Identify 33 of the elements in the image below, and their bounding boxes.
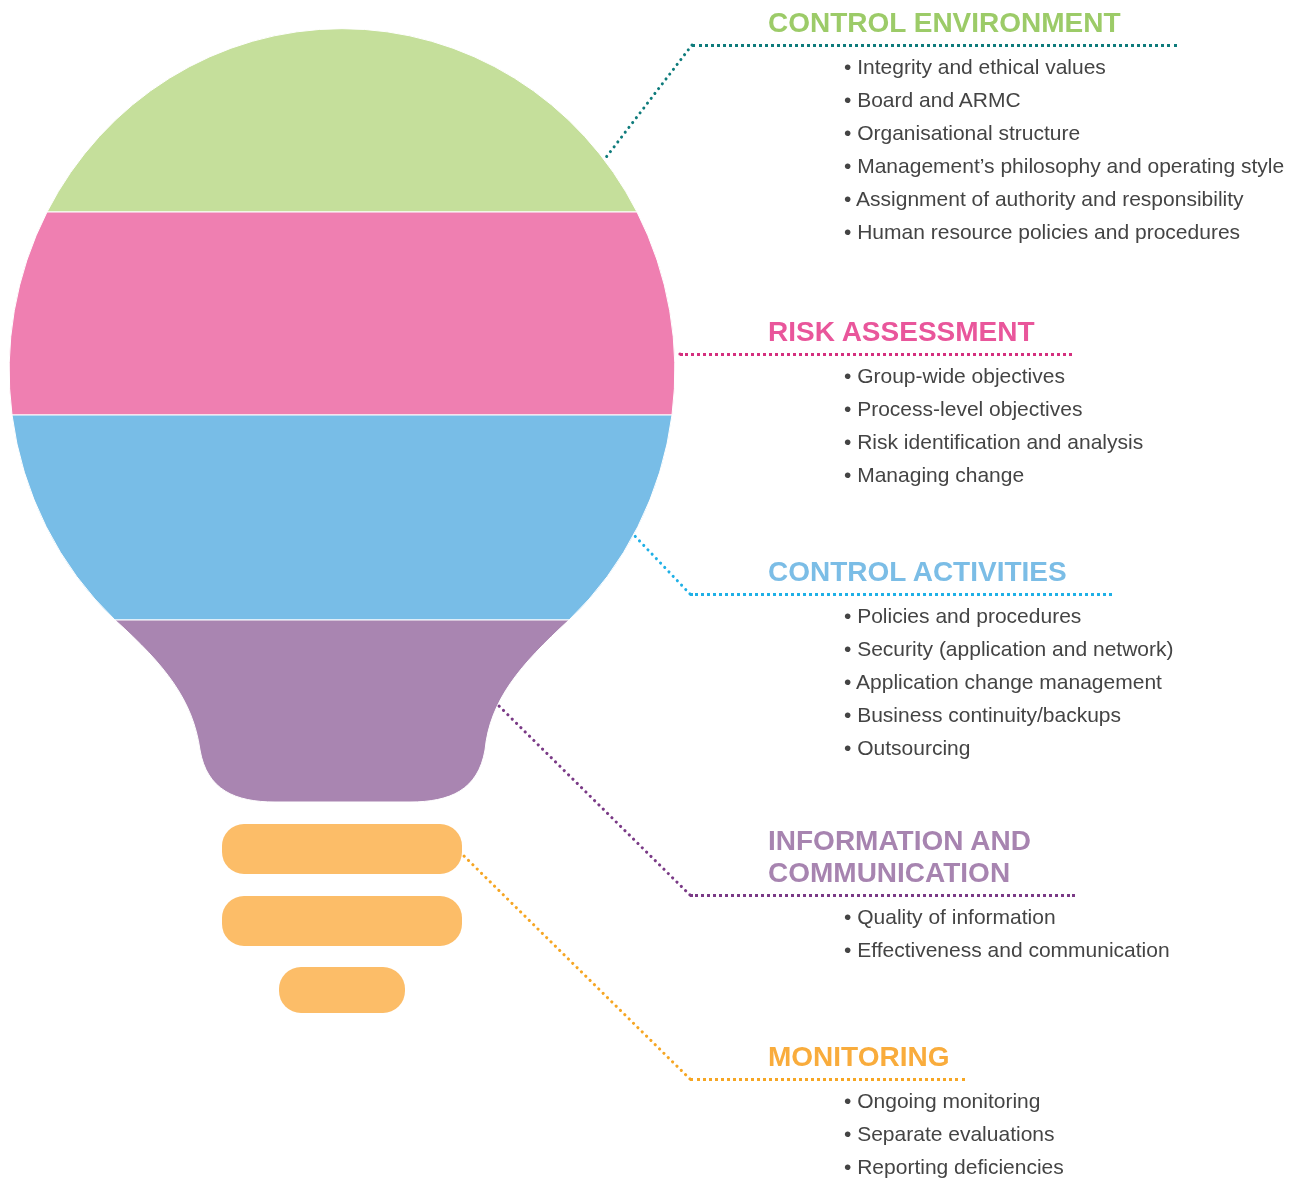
bulb-segment: [114, 619, 570, 803]
bullet-item: • Business continuity/backups: [844, 702, 1121, 728]
bullet-item: • Reporting deficiencies: [844, 1154, 1064, 1180]
bullet-item: • Separate evaluations: [844, 1121, 1055, 1147]
leader-line: [461, 853, 692, 1081]
bullet-item: • Ongoing monitoring: [844, 1088, 1041, 1114]
bullet-item: • Risk identification and analysis: [844, 429, 1144, 455]
bullet-item: • Process-level objectives: [844, 396, 1083, 422]
section-heading: CONTROL ACTIVITIES: [690, 556, 1112, 596]
bullet-item: • Management’s philosophy and operating style: [844, 153, 1285, 179]
bullet-item: • Board and ARMC: [844, 87, 1021, 113]
bullet-item: • Organisational structure: [844, 120, 1081, 146]
bullet-item: • Quality of information: [844, 904, 1056, 930]
bulb-segment: [11, 414, 673, 621]
bullet-item: • Outsourcing: [844, 735, 971, 761]
bulb-segment: [46, 28, 638, 213]
bullet-item: • Application change management: [844, 669, 1162, 695]
bullet-item: • Managing change: [844, 462, 1025, 488]
bullet-item: • Policies and procedures: [844, 603, 1082, 629]
bullet-item: • Human resource policies and procedures: [844, 219, 1241, 245]
bullet-item: • Assignment of authority and responsibility: [844, 186, 1244, 212]
bullet-item: • Effectiveness and communication: [844, 937, 1170, 963]
bullet-item: • Security (application and network): [844, 636, 1174, 662]
section-heading: INFORMATION AND COMMUNICATION: [690, 825, 1075, 897]
section-heading: RISK ASSESSMENT: [680, 316, 1072, 356]
bulb-segment: [8, 211, 676, 416]
bulb-base-bar: [279, 967, 405, 1013]
bulb-base-bar: [222, 896, 462, 946]
bullet-item: • Group-wide objectives: [844, 363, 1065, 389]
section-heading: CONTROL ENVIRONMENT: [692, 7, 1177, 47]
bullet-item: • Integrity and ethical values: [844, 54, 1106, 80]
bulb-base-bar: [222, 824, 462, 874]
section-heading: MONITORING: [690, 1041, 965, 1081]
